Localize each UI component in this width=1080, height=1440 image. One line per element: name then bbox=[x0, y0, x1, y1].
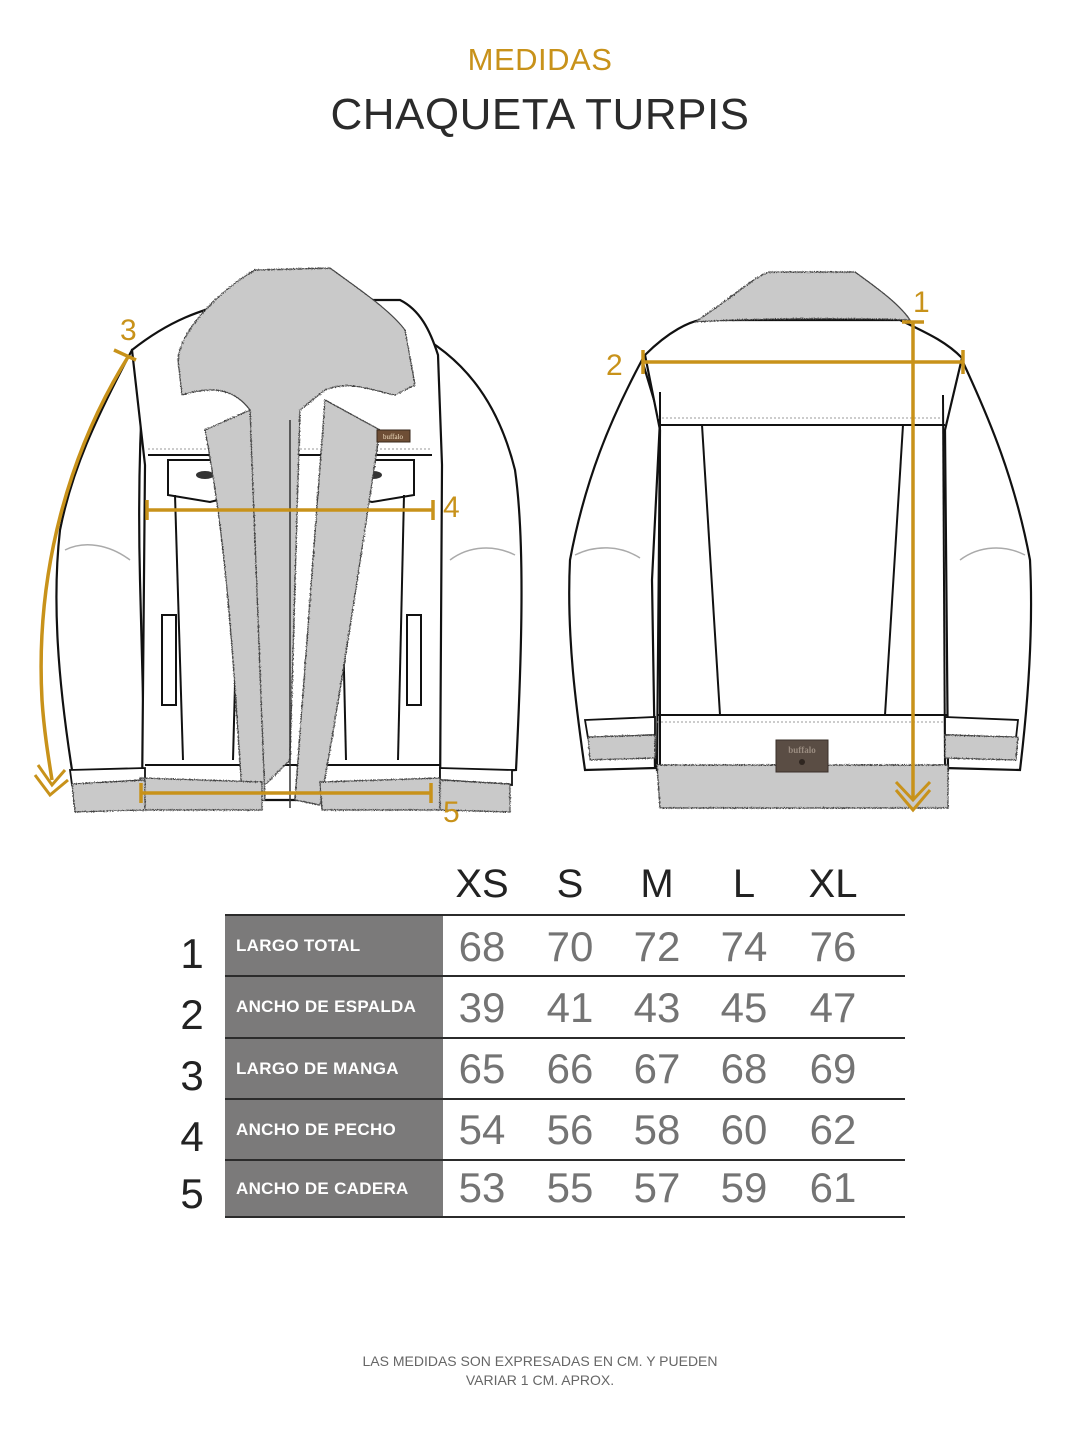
table-rule bbox=[225, 914, 905, 916]
value-cell: 74 bbox=[720, 923, 768, 970]
row-label: LARGO TOTAL bbox=[225, 916, 443, 975]
value-cell: 72 bbox=[633, 923, 681, 970]
size-header-xl: XL bbox=[808, 862, 858, 906]
value-cell: 70 bbox=[546, 923, 594, 970]
size-header-l: L bbox=[732, 862, 756, 906]
value-cell: 59 bbox=[720, 1164, 768, 1211]
value-cell: 39 bbox=[458, 984, 506, 1031]
row-number: 3 bbox=[180, 1052, 204, 1099]
svg-text:3: 3 bbox=[120, 314, 137, 347]
value-cell: 76 bbox=[809, 923, 857, 970]
value-cell: 68 bbox=[458, 923, 506, 970]
value-cell: 47 bbox=[809, 984, 857, 1031]
row-number: 2 bbox=[180, 991, 204, 1038]
table-rule bbox=[225, 975, 905, 977]
svg-text:1: 1 bbox=[913, 286, 930, 319]
value-cell: 53 bbox=[458, 1164, 506, 1211]
table-rule bbox=[225, 1216, 905, 1218]
value-cell: 41 bbox=[546, 984, 594, 1031]
value-cell: 61 bbox=[809, 1164, 857, 1211]
row-label: ANCHO DE PECHO bbox=[225, 1100, 443, 1159]
svg-text:5: 5 bbox=[443, 796, 460, 829]
value-cell: 45 bbox=[720, 984, 768, 1031]
page-title: CHAQUETA TURPIS bbox=[330, 90, 750, 139]
jacket-illustrations: buffalo 3 4 5 bbox=[33, 267, 1033, 829]
svg-text:buffalo: buffalo bbox=[383, 433, 404, 441]
table-rule bbox=[225, 1037, 905, 1039]
value-cell: 55 bbox=[546, 1164, 594, 1211]
table-rule bbox=[225, 1098, 905, 1100]
footnote: LAS MEDIDAS SON EXPRESADAS EN CM. Y PUED… bbox=[0, 1352, 1080, 1390]
footnote-line-2: VARIAR 1 CM. APROX. bbox=[465, 1372, 615, 1388]
row-number: 1 bbox=[180, 930, 204, 977]
value-cell: 58 bbox=[633, 1106, 681, 1153]
front-jacket: buffalo 3 4 5 bbox=[33, 267, 523, 829]
footnote-line-1: LAS MEDIDAS SON EXPRESADAS EN CM. Y PUED… bbox=[362, 1353, 718, 1369]
value-cell: 56 bbox=[546, 1106, 594, 1153]
back-jacket: buffalo 1 2 bbox=[568, 271, 1033, 813]
svg-text:buffalo: buffalo bbox=[788, 745, 816, 755]
row-label: ANCHO DE ESPALDA bbox=[225, 977, 443, 1037]
value-cell: 62 bbox=[809, 1106, 857, 1153]
value-cell: 66 bbox=[546, 1045, 594, 1092]
value-cell: 68 bbox=[720, 1045, 768, 1092]
value-cell: 67 bbox=[633, 1045, 681, 1092]
value-cell: 54 bbox=[458, 1106, 506, 1153]
table-rule bbox=[225, 1159, 905, 1161]
size-header-s: S bbox=[556, 862, 584, 906]
row-label: ANCHO DE CADERA bbox=[225, 1161, 443, 1216]
value-cell: 60 bbox=[720, 1106, 768, 1153]
row-label: LARGO DE MANGA bbox=[225, 1039, 443, 1098]
value-cell: 69 bbox=[809, 1045, 857, 1092]
value-cell: 65 bbox=[458, 1045, 506, 1092]
value-cell: 43 bbox=[633, 984, 681, 1031]
svg-text:4: 4 bbox=[443, 491, 460, 524]
value-cell: 57 bbox=[633, 1164, 681, 1211]
row-number: 5 bbox=[180, 1170, 204, 1217]
svg-text:2: 2 bbox=[606, 349, 623, 382]
size-header-m: M bbox=[640, 862, 674, 906]
page-subtitle: MEDIDAS bbox=[467, 42, 613, 77]
row-number: 4 bbox=[180, 1113, 204, 1160]
size-header-xs: XS bbox=[455, 862, 509, 906]
